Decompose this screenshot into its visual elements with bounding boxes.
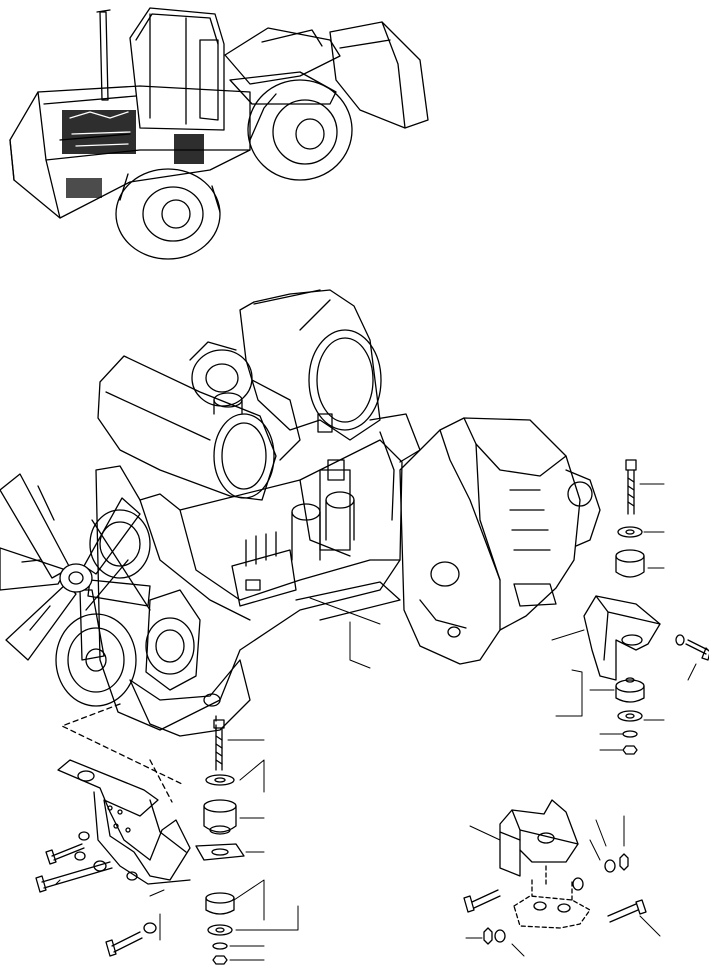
engine-transmission-assembly bbox=[0, 290, 600, 736]
transmission-housing bbox=[400, 418, 600, 664]
rear-detail-bolt-right bbox=[608, 900, 646, 922]
loader-left-wheel bbox=[250, 94, 276, 140]
rear-detail-group bbox=[464, 800, 660, 956]
callout-lines-front bbox=[56, 740, 298, 960]
washer bbox=[213, 943, 227, 949]
side-bolt-3 bbox=[106, 923, 156, 956]
front-engine-mount-bracket bbox=[58, 760, 190, 884]
rubber-cushion-mount-lower bbox=[206, 893, 234, 914]
nut bbox=[213, 956, 227, 964]
rear-transmission-mount-bracket bbox=[584, 596, 660, 680]
rubber-cushion-mount-lower bbox=[616, 678, 644, 702]
nut bbox=[484, 854, 628, 944]
side-bolt-rear bbox=[676, 635, 709, 660]
rear-detail-ghost-bracket bbox=[514, 866, 590, 928]
loader-cab bbox=[130, 8, 224, 130]
alternator bbox=[146, 590, 200, 690]
leader-dashed-front bbox=[62, 704, 182, 784]
loader-boom bbox=[225, 28, 340, 104]
washer bbox=[605, 860, 615, 872]
loader-engine-detail bbox=[62, 110, 204, 198]
callout-lines-rear bbox=[552, 484, 696, 750]
turbocharger bbox=[190, 342, 300, 460]
loader-bucket bbox=[330, 22, 428, 128]
washer bbox=[206, 775, 234, 785]
air-cleaner bbox=[240, 290, 381, 440]
side-bolt-1 bbox=[46, 832, 89, 864]
oil-pan bbox=[130, 660, 250, 736]
front-mount-group bbox=[36, 704, 298, 964]
mount-bolt bbox=[214, 720, 224, 770]
rubber-cushion-mount bbox=[204, 800, 236, 834]
filter-cartridges bbox=[292, 492, 354, 560]
fan-hub bbox=[60, 564, 92, 592]
mount-bolt bbox=[626, 460, 636, 514]
washer bbox=[208, 925, 232, 935]
rubber-cushion-mount bbox=[616, 550, 644, 577]
callout-lines-detail bbox=[466, 816, 660, 956]
washer bbox=[618, 527, 642, 537]
loader-front-wheel bbox=[116, 169, 220, 259]
wheel-loader-illustration bbox=[10, 8, 428, 259]
cooling-fan bbox=[0, 474, 150, 660]
mount-plate bbox=[196, 844, 244, 860]
nut bbox=[623, 746, 637, 754]
injection-pump bbox=[232, 532, 296, 606]
washer bbox=[618, 711, 642, 721]
loader-rear-wheel bbox=[248, 80, 352, 180]
washer bbox=[623, 731, 637, 737]
side-bolt-2 bbox=[36, 861, 137, 892]
rear-mount-group bbox=[310, 460, 709, 754]
engine-block bbox=[96, 414, 420, 736]
rear-detail-bolt-left bbox=[464, 890, 500, 912]
muffler bbox=[98, 356, 276, 500]
rear-detail-bracket bbox=[500, 800, 578, 876]
washer bbox=[495, 930, 505, 942]
front-pulleys bbox=[56, 510, 200, 706]
